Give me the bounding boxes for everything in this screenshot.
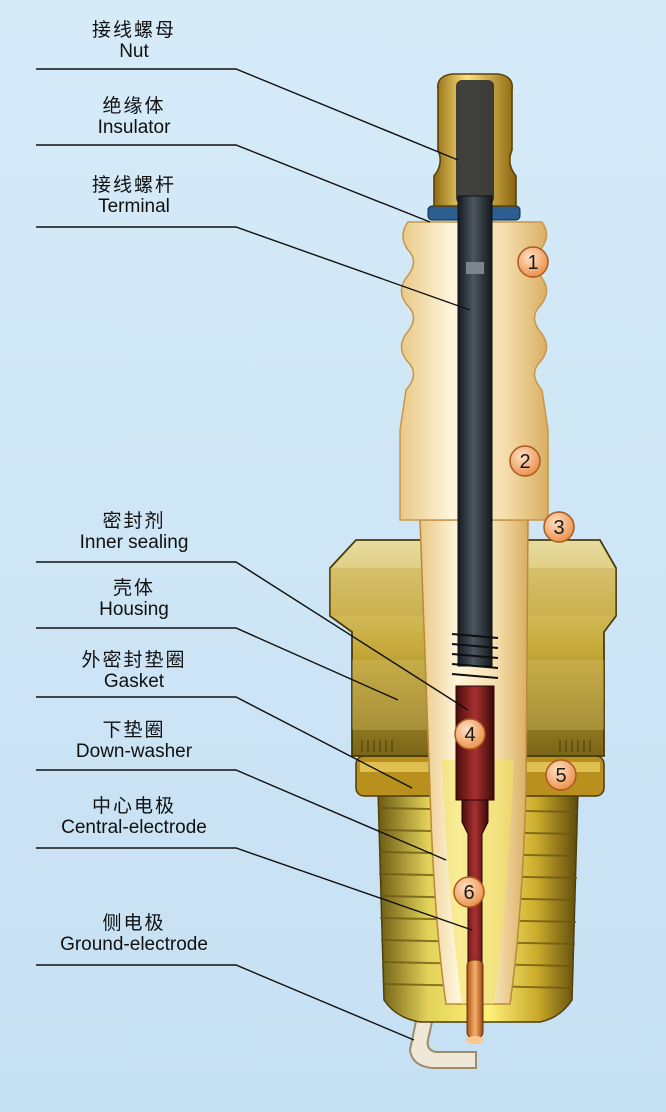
- label-down-washer-en: Down-washer: [75, 741, 193, 763]
- label-inner-sealing: 密封剂 Inner sealing: [14, 510, 254, 554]
- marker-2: 2: [509, 445, 541, 477]
- label-nut: 接线螺母 Nut: [14, 19, 254, 63]
- label-gasket: 外密封垫圈 Gasket: [14, 649, 254, 693]
- label-housing-en: Housing: [99, 599, 169, 621]
- marker-1: 1: [517, 246, 549, 278]
- marker-5: 5: [545, 759, 577, 791]
- leader-lines: [36, 68, 473, 1041]
- label-ground-electrode-en: Ground-electrode: [60, 934, 208, 956]
- label-insulator: 绝缘体 Insulator: [14, 95, 254, 139]
- marker-number: 1: [527, 252, 538, 274]
- label-housing-zh: 壳体: [112, 577, 155, 599]
- label-insulator-zh: 绝缘体: [102, 95, 166, 117]
- marker-number: 5: [555, 765, 566, 787]
- label-housing: 壳体 Housing: [14, 577, 254, 621]
- label-down-washer-zh: 下垫圈: [102, 719, 166, 741]
- marker-number: 4: [464, 724, 475, 746]
- label-central-electrode-en: Central-electrode: [61, 817, 207, 839]
- terminal-thread-lines: [451, 633, 499, 679]
- label-inner-sealing-en: Inner sealing: [79, 532, 189, 554]
- marker-number: 2: [519, 451, 530, 473]
- marker-number: 3: [553, 517, 564, 539]
- marker-circle: [454, 718, 486, 750]
- label-terminal-zh: 接线螺杆: [91, 174, 176, 196]
- marker-circle: [543, 511, 575, 543]
- knurl-marks: [361, 740, 591, 752]
- label-ground-electrode-zh: 侧电极: [102, 912, 166, 934]
- terminal-rod-shape: [457, 195, 493, 667]
- label-insulator-en: Insulator: [97, 117, 171, 139]
- label-nut-en: Nut: [119, 41, 149, 63]
- label-gasket-zh: 外密封垫圈: [81, 649, 187, 671]
- number-markers: 1 2 3 4 5 6: [453, 246, 577, 908]
- marker-3: 3: [543, 511, 575, 543]
- marker-6: 6: [453, 876, 485, 908]
- label-down-washer: 下垫圈 Down-washer: [14, 719, 254, 763]
- marker-circle: [509, 445, 541, 477]
- marker-circle: [545, 759, 577, 791]
- label-central-electrode: 中心电极 Central-electrode: [14, 795, 254, 839]
- label-nut-zh: 接线螺母: [91, 19, 176, 41]
- label-ground-electrode: 侧电极 Ground-electrode: [14, 912, 254, 956]
- label-gasket-en: Gasket: [103, 671, 165, 693]
- label-inner-sealing-zh: 密封剂: [102, 510, 166, 532]
- marker-4: 4: [454, 718, 486, 750]
- marker-circle: [453, 876, 485, 908]
- marker-number: 6: [463, 882, 474, 904]
- label-terminal: 接线螺杆 Terminal: [14, 174, 254, 218]
- label-terminal-en: Terminal: [98, 196, 170, 218]
- marker-circle: [517, 246, 549, 278]
- label-central-electrode-zh: 中心电极: [91, 795, 176, 817]
